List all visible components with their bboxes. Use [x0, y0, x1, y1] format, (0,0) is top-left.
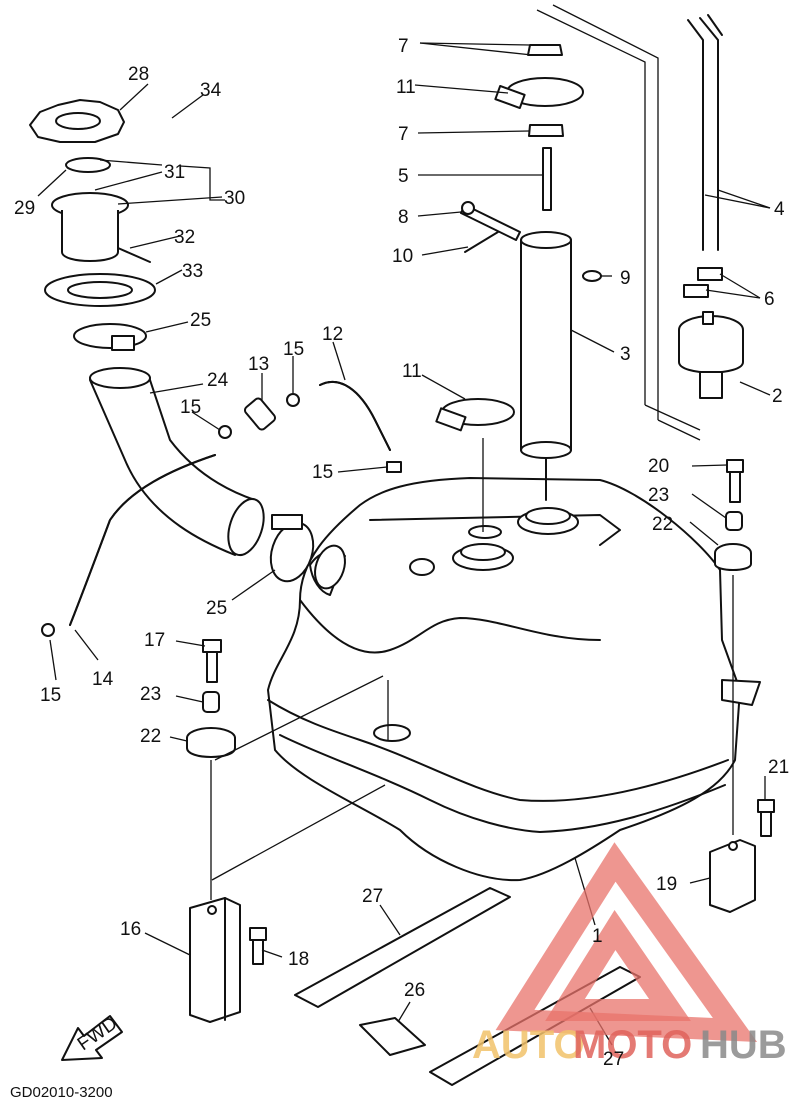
- callout-34: 34: [200, 80, 222, 101]
- fwd-arrow: FWD: [61, 1013, 123, 1061]
- callout-32: 32: [174, 227, 195, 248]
- callout-16: 16: [120, 919, 141, 940]
- bracket-19: [709, 839, 756, 913]
- neck-gasket: [314, 544, 346, 590]
- watermark-moto: MOTO: [573, 1023, 692, 1067]
- fuel-cock: [678, 311, 744, 399]
- callout-3: 3: [620, 344, 631, 365]
- clips: [41, 393, 402, 637]
- sender-unit: [520, 147, 572, 501]
- bracket-16: [189, 897, 241, 1023]
- callout-2: 2: [772, 386, 783, 407]
- callout-21: 21: [768, 757, 789, 778]
- callout-25-upper: 25: [190, 310, 211, 331]
- callout-4: 4: [774, 199, 785, 220]
- callout-15-fitting: 15: [283, 339, 304, 360]
- callout-28: 28: [128, 64, 149, 85]
- filler-cap: [29, 99, 125, 143]
- callout-30: 30: [224, 188, 245, 209]
- callout-15-tank: 15: [312, 462, 333, 483]
- filler-hose: [89, 367, 265, 557]
- assembly-lines: [210, 4, 734, 900]
- callout-7b: 7: [398, 124, 409, 145]
- callout-29: 29: [14, 198, 35, 219]
- damper-right: [714, 459, 752, 571]
- callout-22-right: 22: [652, 514, 673, 535]
- callout-15-bottom: 15: [40, 685, 61, 706]
- callout-1: 1: [592, 926, 603, 947]
- bolt-21: [757, 799, 775, 837]
- gasket-33: [44, 273, 156, 307]
- hose-clamp-middle-screw: [435, 407, 467, 432]
- bolt-18: [249, 927, 267, 965]
- callout-11b: 11: [402, 361, 422, 382]
- callout-27a: 27: [362, 886, 383, 907]
- watermark-logo: AUTO MOTO HUB: [472, 842, 787, 1067]
- watermark-hub: HUB: [700, 1023, 787, 1067]
- fuel-pipes: [687, 14, 723, 251]
- damper-left: [186, 639, 236, 758]
- callout-6: 6: [764, 289, 775, 310]
- small-hardware: [460, 201, 602, 282]
- callouts: 7 11 7 5 8 10 9 3 4 6 2 20 23 22 21 19 1…: [14, 36, 789, 1070]
- callout-20: 20: [648, 456, 669, 477]
- callout-8: 8: [398, 207, 409, 228]
- callout-11a: 11: [396, 77, 416, 98]
- callout-18: 18: [288, 949, 309, 970]
- callout-19: 19: [656, 874, 677, 895]
- callout-23-right: 23: [648, 485, 669, 506]
- filler-neck: [51, 157, 151, 263]
- callout-10: 10: [392, 246, 413, 267]
- callout-9: 9: [620, 268, 631, 289]
- callout-7a: 7: [398, 36, 409, 57]
- callout-25-lower: 25: [206, 598, 227, 619]
- breather-hoses: [69, 380, 391, 626]
- band-25-lower: [269, 514, 315, 583]
- callout-22-left: 22: [140, 726, 161, 747]
- callout-17: 17: [144, 630, 165, 651]
- fuel-tank: [267, 477, 761, 882]
- callout-27b: 27: [603, 1049, 624, 1070]
- drawing-code: GD02010-3200: [10, 1084, 113, 1101]
- callout-23-left: 23: [140, 684, 161, 705]
- callout-15-hose: 15: [180, 397, 201, 418]
- callout-12: 12: [322, 324, 343, 345]
- pipe-fittings: [683, 267, 723, 298]
- callout-31: 31: [164, 162, 185, 183]
- band-25-upper: [73, 323, 147, 351]
- hose-clamp-top: [494, 44, 584, 137]
- callout-33: 33: [182, 261, 203, 282]
- callout-5: 5: [398, 166, 409, 187]
- watermark-auto: AUTO: [472, 1023, 585, 1067]
- callout-14: 14: [92, 669, 114, 690]
- callout-24: 24: [207, 370, 229, 391]
- callout-13: 13: [248, 354, 269, 375]
- callout-26: 26: [404, 980, 425, 1001]
